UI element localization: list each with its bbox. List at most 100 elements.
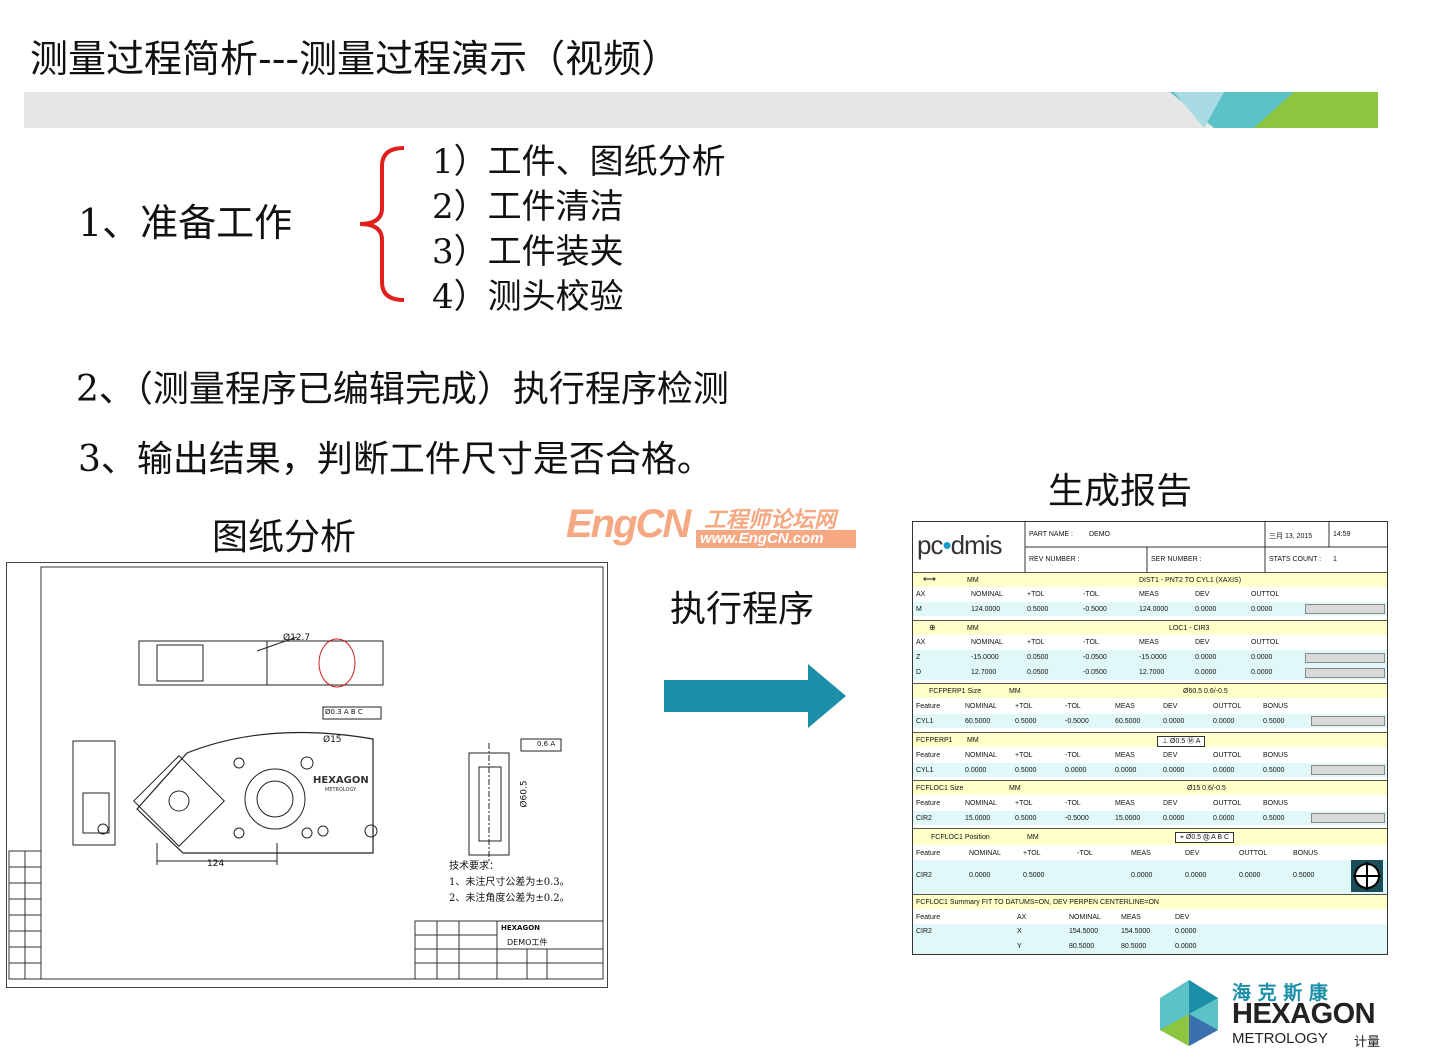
report-date: 三月 13, 2015 — [1269, 533, 1313, 540]
dim-dia-60-5: Ø60.5 — [519, 780, 530, 808]
table-row: CYL1 0.0000 0.5000 0.0000 0.0000 0.0000 … — [913, 763, 1387, 777]
report-section-dist1: ⟷ MM DIST1 - PNT2 TO CYL1 (XAXIS) — [913, 572, 1387, 587]
section-title: DIST1 - PNT2 TO CYL1 (XAXIS) — [1139, 577, 1242, 584]
col-header: MEAS — [1139, 639, 1159, 646]
stats-count-label: STATS COUNT : — [1269, 556, 1322, 563]
tolerance-frame-perp: 0.6 A — [537, 740, 556, 748]
drawing-linework — [8, 566, 604, 980]
watermark-brand: EngCN — [566, 502, 691, 546]
unit-label: MM — [1009, 688, 1021, 695]
report-section-fcfperp1: FCFPERP1 MM ⊥ Ø0.5 Ⓜ A — [913, 732, 1387, 747]
title-block-brand: HEXAGON — [501, 924, 541, 932]
logo-tag: 计量 — [1354, 1035, 1381, 1050]
hexagon-mark-icon — [1160, 980, 1218, 1046]
deviation-gauge — [1311, 716, 1385, 726]
col-header: +TOL — [1027, 591, 1045, 598]
logo-sub: METROLOGY — [1232, 1030, 1328, 1047]
distance-icon: ⟷ — [923, 574, 936, 584]
report-header: pc•dmis PART NAME : DEMO 三月 13, 2015 14:… — [913, 522, 1387, 573]
unit-label: MM — [967, 577, 979, 584]
col-header: AX — [916, 639, 926, 646]
caption-execute: 执行程序 — [670, 589, 815, 630]
section-title: FCFLOC1 Summary FIT TO DATUMS=ON, DEV PE… — [916, 899, 1159, 906]
table-header-row: Feature AX NOMINAL MEAS DEV — [913, 910, 1387, 924]
col-header: -TOL — [1083, 639, 1099, 646]
drawing-brand-sub: METROLOGY — [325, 787, 357, 793]
col-header: NOMINAL — [971, 591, 1003, 598]
col-header: DEV — [1195, 591, 1210, 598]
caption-report: 生成报告 — [1048, 471, 1193, 512]
step-3-text: 3、输出结果，判断工件尺寸是否合格。 — [78, 439, 713, 480]
header-banner — [24, 92, 1378, 128]
right-arrow-icon — [664, 664, 846, 728]
location-icon: ⊕ — [929, 623, 936, 632]
tolerance-frame-position: Ø0.3 A B C — [325, 708, 363, 716]
report-section-fcfloc1-position: FCFLOC1 Position MM ⌖ Ø0.5 Ⓜ A B C — [913, 828, 1387, 845]
ser-number-label: SER NUMBER : — [1151, 556, 1202, 563]
logo-dot-icon: • — [942, 530, 951, 560]
banner-decoration — [1170, 92, 1378, 128]
prep-item-2: 2）工件清洁 — [432, 187, 624, 227]
feature-name: FCFLOC1 Size — [916, 785, 964, 792]
pcdmis-logo: pc•dmis — [917, 530, 1002, 560]
section-title: Ø15 0.6/-0.5 — [1187, 785, 1226, 792]
unit-label: MM — [967, 737, 979, 744]
col-header: OUTTOL — [1251, 591, 1280, 598]
part-name-value: DEMO — [1089, 531, 1110, 538]
col-header: OUTTOL — [1251, 639, 1280, 646]
deviation-gauge — [1311, 765, 1385, 775]
deviation-gauge — [1305, 604, 1385, 614]
dim-dia-12-7: Ø12.7 — [283, 633, 311, 643]
col-header: -TOL — [1083, 591, 1099, 598]
table-row: M 124.0000 0.5000 -0.5000 124.0000 0.000… — [913, 602, 1387, 616]
part-name-label: PART NAME : — [1029, 531, 1073, 538]
section-title: LOC1 - CIR3 — [1169, 625, 1210, 632]
col-header: +TOL — [1027, 639, 1045, 646]
table-header-row: Feature NOMINAL +TOL -TOL MEAS DEV OUTTO… — [913, 796, 1387, 810]
feature-name: FCFLOC1 Position — [931, 834, 990, 841]
unit-label: MM — [1009, 785, 1021, 792]
unit-label: MM — [967, 625, 979, 632]
title-block-part: DEMO工件 — [507, 938, 548, 947]
report-section-fcfperp1-size: FCFPERP1 Size MM Ø60.5 0.6/-0.5 — [913, 683, 1387, 698]
report-section-loc1: ⊕ MM LOC1 - CIR3 — [913, 620, 1387, 635]
caption-drawing: 图纸分析 — [212, 517, 357, 558]
hexagon-logo: 海 克 斯 康 HEXAGON METROLOGY 计量 — [1156, 978, 1382, 1050]
deviation-gauge — [1305, 653, 1385, 663]
report-time: 14:59 — [1333, 531, 1351, 538]
col-header: DEV — [1195, 639, 1210, 646]
brace-icon — [359, 146, 405, 302]
drawing-brand: HEXAGON — [313, 775, 369, 786]
table-row: Z -15.0000 0.0500 -0.0500 -15.0000 0.000… — [913, 650, 1387, 680]
section-title: ⊥ Ø0.5 Ⓜ A — [1157, 736, 1206, 747]
inspection-report: pc•dmis PART NAME : DEMO 三月 13, 2015 14:… — [912, 521, 1388, 955]
col-header: MEAS — [1139, 591, 1159, 598]
report-section-fcfloc1-size: FCFLOC1 Size MM Ø15 0.6/-0.5 — [913, 780, 1387, 795]
deviation-gauge — [1311, 813, 1385, 823]
table-row: CIR2 0.0000 0.5000 0.0000 0.0000 0.0000 … — [913, 860, 1387, 894]
page-title: 测量过程简析---测量过程演示（视频） — [30, 37, 680, 81]
report-section-summary: FCFLOC1 Summary FIT TO DATUMS=ON, DEV PE… — [913, 894, 1387, 909]
position-target-icon — [1351, 860, 1383, 892]
stats-count-value: 1 — [1333, 556, 1337, 563]
watermark-cn: 工程师论坛网 — [704, 508, 837, 533]
prep-item-4: 4）测头校验 — [432, 277, 624, 317]
prep-work-label: 1、准备工作 — [78, 201, 293, 245]
engineering-drawing: Ø12.7 Ø15 124 Ø60.5 Ø0.3 A B C 0.6 A HEX… — [6, 562, 608, 988]
dim-124: 124 — [207, 859, 225, 869]
table-header-row: Feature NOMINAL +TOL -TOL MEAS DEV OUTTO… — [913, 846, 1387, 860]
watermark-url: www.EngCN.com — [700, 530, 824, 547]
table-row: CIR2 15.0000 0.5000 -0.5000 15.0000 0.00… — [913, 811, 1387, 825]
feature-name: FCFPERP1 — [916, 737, 953, 744]
tech-note-2: 2、未注角度公差为±0.2。 — [449, 893, 570, 904]
logo-cn: 海 克 斯 康 — [1232, 982, 1328, 1004]
step-2-text: 2、（测量程序已编辑完成）执行程序检测 — [76, 369, 729, 410]
table-header-row: Feature NOMINAL +TOL -TOL MEAS DEV OUTTO… — [913, 748, 1387, 762]
tech-notes-title: 技术要求： — [449, 861, 499, 872]
watermark-logo: EngCN 工程师论坛网 www.EngCN.com — [566, 500, 866, 552]
deviation-gauge — [1305, 668, 1385, 678]
tech-note-1: 1、未注尺寸公差为±0.3。 — [449, 877, 570, 888]
section-title: ⌖ Ø0.5 Ⓜ A B C — [1175, 832, 1235, 843]
section-title: Ø60.5 0.6/-0.5 — [1183, 688, 1228, 695]
table-row: CIR2 X 154.5000 154.5000 0.0000 Y 80.500… — [913, 924, 1387, 954]
